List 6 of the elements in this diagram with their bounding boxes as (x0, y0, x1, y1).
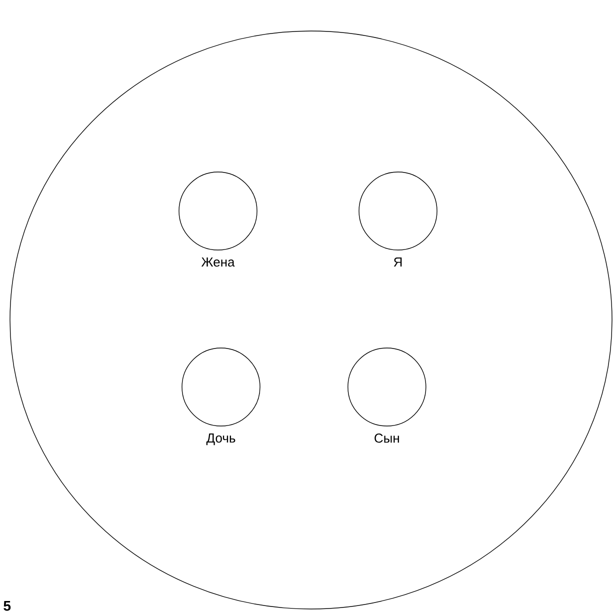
node-label: Жена (201, 258, 235, 267)
big-circle (10, 30, 612, 610)
figure-number: 5 (4, 601, 11, 611)
node-label: Я (394, 258, 402, 266)
node-label: Сын (374, 434, 399, 443)
node-label: Дочь (206, 434, 236, 446)
